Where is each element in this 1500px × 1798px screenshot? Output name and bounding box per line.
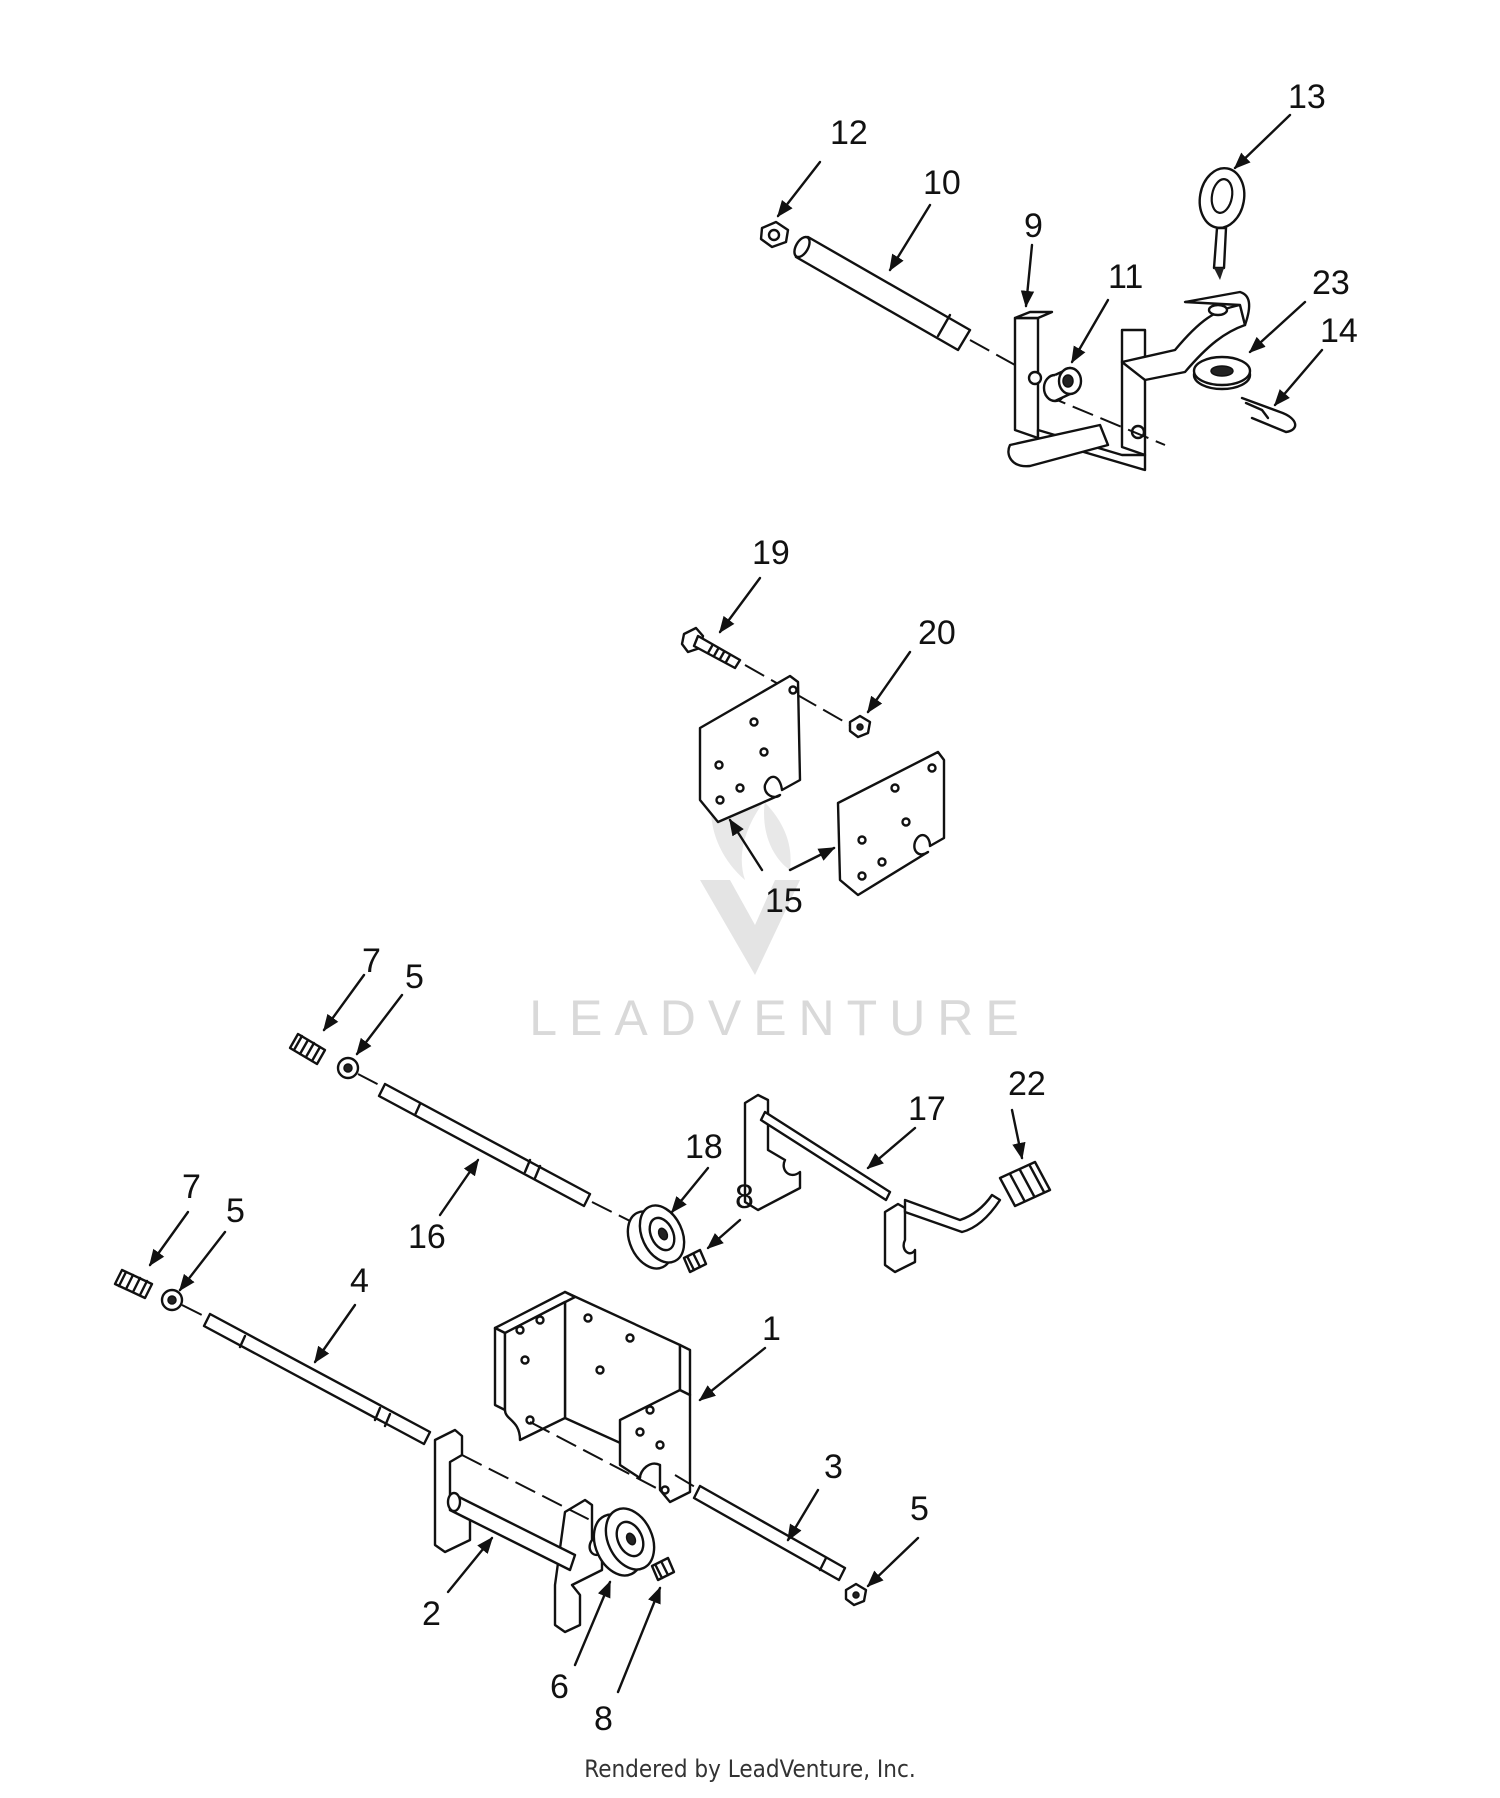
- part-13-lift-handle: [1198, 167, 1246, 280]
- part-17-idler-arm: [743, 1093, 1002, 1274]
- part-16-shaft: [357, 1073, 641, 1227]
- callout-19: 19: [752, 534, 790, 572]
- part-18-pulley: [626, 1204, 686, 1270]
- callout-15: 15: [765, 882, 803, 920]
- leader-lines: [148, 113, 1324, 1694]
- part-8-setscrew-lower: [650, 1556, 676, 1582]
- part-5-nut-lower-left: [160, 1288, 184, 1312]
- callout-13: 13: [1288, 78, 1326, 116]
- part-20-nut: [848, 714, 872, 739]
- callout-5-lower-right: 5: [910, 1490, 929, 1528]
- part-1-mounting-bracket: [493, 1290, 692, 1504]
- part-15-plate-front: [836, 750, 946, 897]
- callout-3: 3: [824, 1448, 843, 1486]
- part-19-bolt: [680, 626, 851, 726]
- callout-6: 6: [550, 1668, 569, 1706]
- part-9-lift-lever: [1007, 290, 1251, 472]
- part-5-nut-lower-right: [844, 1582, 868, 1607]
- part-22-handle-grip: [998, 1160, 1052, 1208]
- part-2-idler-arm: [433, 1428, 604, 1634]
- callout-12: 12: [830, 114, 868, 152]
- callout-5-lower-left: 5: [226, 1192, 245, 1230]
- part-8-setscrew-upper: [682, 1248, 708, 1274]
- callout-4: 4: [350, 1262, 369, 1300]
- callout-5-upper: 5: [405, 958, 424, 996]
- callout-9: 9: [1024, 207, 1043, 245]
- part-14-hairpin: [1240, 396, 1297, 434]
- part-4-shaft: [181, 1304, 432, 1446]
- part-7-spring-lower: [113, 1268, 154, 1300]
- callout-1: 1: [762, 1310, 781, 1348]
- watermark-text: LEADVENTURE: [529, 990, 1031, 1046]
- callout-16: 16: [408, 1218, 446, 1256]
- callout-7-lower: 7: [182, 1168, 201, 1206]
- part-23-washer: [1192, 355, 1252, 391]
- callout-8-lower: 8: [594, 1700, 613, 1738]
- callout-14: 14: [1320, 312, 1358, 350]
- callout-20: 20: [918, 614, 956, 652]
- part-10-pin: [793, 235, 1016, 366]
- footer-credit: Rendered by LeadVenture, Inc.: [584, 1755, 916, 1783]
- part-11-spacer: [1042, 366, 1083, 403]
- part-15-plate-rear: [698, 674, 802, 824]
- callout-22: 22: [1008, 1065, 1046, 1103]
- callout-8-upper: 8: [735, 1178, 754, 1216]
- part-6-pulley: [592, 1507, 656, 1577]
- callout-17: 17: [908, 1090, 946, 1128]
- callout-23: 23: [1312, 264, 1350, 302]
- callout-10: 10: [923, 164, 961, 202]
- callout-11: 11: [1108, 258, 1143, 296]
- part-3-shaft: [674, 1474, 847, 1582]
- callout-2: 2: [422, 1595, 441, 1633]
- callout-18: 18: [685, 1128, 723, 1166]
- callout-7-upper: 7: [362, 942, 381, 980]
- part-12-nut: [759, 220, 790, 249]
- part-7-spring-upper: [288, 1032, 327, 1066]
- part-5-nut-upper: [336, 1056, 360, 1080]
